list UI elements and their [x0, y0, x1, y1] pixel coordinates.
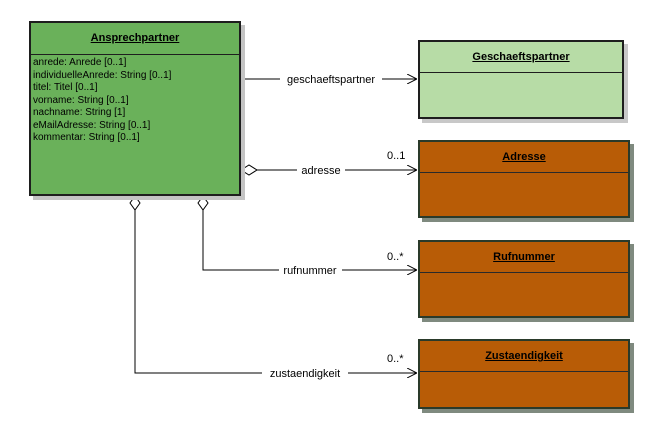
- association-label-adresse: adresse: [301, 165, 340, 177]
- class-rufnummer[interactable]: Rufnummer: [418, 240, 630, 318]
- multiplicity-rufnummer: 0..*: [387, 251, 404, 263]
- attribute-individuelle-anrede: individuelleAnrede: String [0..1]: [33, 69, 172, 81]
- class-title-adresse: Adresse: [420, 142, 628, 173]
- association-adresse[interactable]: adresse 0..1: [240, 150, 416, 178]
- association-label-geschaeftspartner: geschaeftspartner: [287, 74, 375, 86]
- class-ansprechpartner[interactable]: Ansprechpartner anrede: Anrede [0..1] in…: [29, 21, 241, 196]
- attribute-list: anrede: Anrede [0..1] individuelleAnrede…: [31, 55, 239, 145]
- class-title-ansprechpartner: Ansprechpartner: [31, 23, 239, 55]
- multiplicity-zustaendigkeit: 0..*: [387, 353, 404, 365]
- multiplicity-adresse: 0..1: [387, 150, 405, 162]
- attribute-kommentar: kommentar: String [0..1]: [33, 132, 140, 143]
- class-zustaendigkeit[interactable]: Zustaendigkeit: [418, 339, 630, 409]
- association-rufnummer[interactable]: rufnummer 0..*: [197, 195, 416, 278]
- association-label-rufnummer: rufnummer: [283, 265, 337, 277]
- association-zustaendigkeit[interactable]: zustaendigkeit 0..*: [129, 195, 416, 381]
- association-label-zustaendigkeit: zustaendigkeit: [270, 368, 340, 380]
- attribute-email-adresse: eMailAdresse: String [0..1]: [33, 119, 151, 131]
- class-adresse[interactable]: Adresse: [418, 140, 630, 218]
- class-title-geschaeftspartner: Geschaeftspartner: [420, 42, 622, 73]
- attribute-titel: titel: Titel [0..1]: [33, 82, 98, 93]
- class-geschaeftspartner[interactable]: Geschaeftspartner: [418, 40, 624, 119]
- attribute-anrede: anrede: Anrede [0..1]: [33, 57, 127, 68]
- association-geschaeftspartner[interactable]: geschaeftspartner: [241, 71, 416, 87]
- attribute-vorname: vorname: String [0..1]: [33, 94, 129, 106]
- aggregation-diamond-icon: [240, 164, 258, 176]
- aggregation-diamond-icon: [129, 195, 141, 211]
- class-title-rufnummer: Rufnummer: [420, 242, 628, 273]
- attribute-nachname: nachname: String [1]: [33, 107, 126, 118]
- aggregation-diamond-icon: [197, 195, 209, 211]
- class-title-zustaendigkeit: Zustaendigkeit: [420, 341, 628, 372]
